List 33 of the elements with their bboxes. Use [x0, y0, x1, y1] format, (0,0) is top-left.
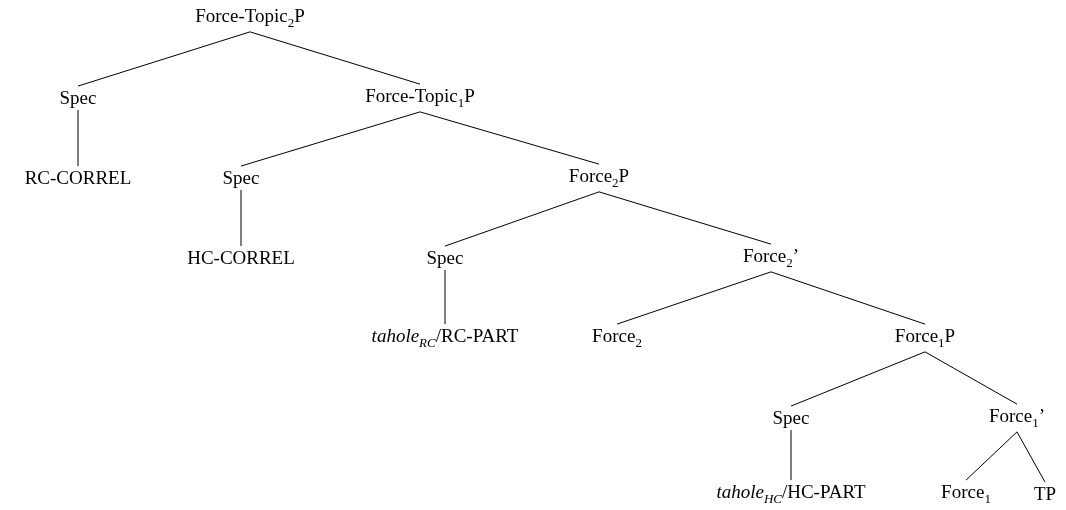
tree-node-label: Force-Topic$_{2}$P — [195, 5, 305, 31]
tree-branch — [790, 351, 926, 407]
tree-node-label: Spec — [59, 87, 97, 109]
tree-node-label: Spec — [222, 167, 260, 189]
tree-node-label: RC-CORREL — [24, 167, 132, 189]
tree-branch — [240, 111, 421, 167]
tree-branch — [1016, 431, 1046, 483]
tree-branch — [77, 109, 79, 167]
tree-branch — [419, 111, 600, 165]
tree-node-label: Force$_{2}$’ — [742, 245, 800, 271]
tree-node-label: Force$_{1}$’ — [988, 405, 1046, 431]
tree-branch — [240, 189, 242, 247]
tree-node-label: Spec — [772, 407, 810, 429]
tree-node-label: Force$_{2}$ — [592, 325, 642, 351]
tree-node-label: Spec — [426, 247, 464, 269]
tree-branch — [598, 191, 772, 245]
tree-node-label: Force$_{2}$P — [568, 165, 630, 191]
tree-branch — [965, 431, 1018, 481]
tree-node-label: tahole$_{RC}$/RC-PART — [371, 325, 519, 351]
tree-branch — [249, 31, 421, 85]
tree-node-label: HC-CORREL — [187, 247, 295, 269]
tree-node-label: Force-Topic$_{1}$P — [365, 85, 475, 111]
tree-node-label: TP — [1033, 483, 1057, 505]
tree-node-label: tahole$_{HC}$/HC-PART — [716, 481, 866, 507]
tree-node-label: Force$_{1}$ — [941, 481, 991, 507]
tree-node-label: Force$_{1}$P — [894, 325, 956, 351]
tree-branch — [444, 191, 600, 247]
tree-branch — [924, 351, 1018, 405]
tree-branch — [444, 269, 446, 325]
tree-branch — [790, 429, 792, 481]
tree-branch — [616, 271, 772, 325]
tree-branch — [77, 31, 251, 87]
tree-branch — [770, 271, 926, 325]
